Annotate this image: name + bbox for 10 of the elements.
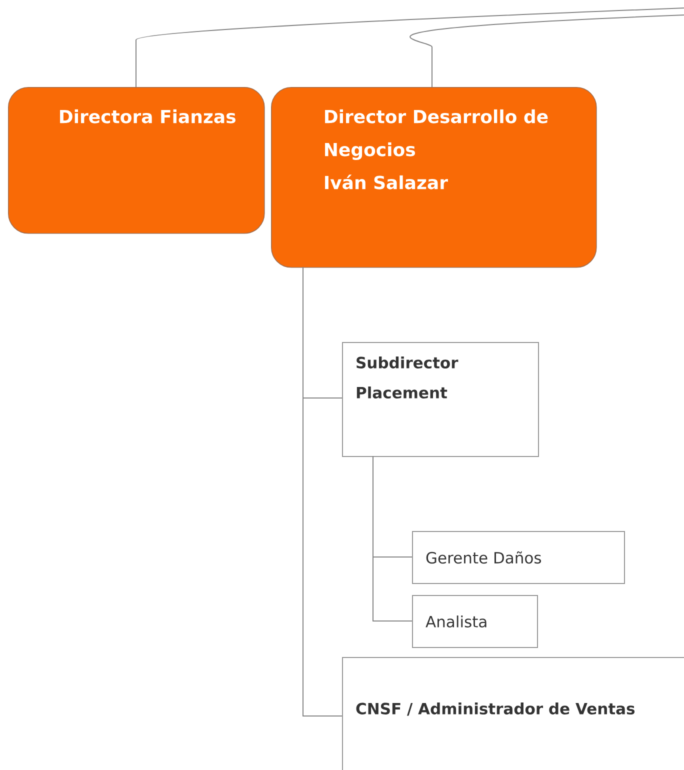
connector-line: [302, 266, 342, 716]
manager-box: Director Desarrollo de Negocios Iván Salazar: [271, 87, 597, 268]
position-box: Subdirector Placement: [342, 342, 539, 457]
position-box: Gerente Daños: [412, 531, 625, 584]
connector-line: [136, 8, 684, 88]
connector-line: [372, 456, 412, 622]
connector-line: [410, 14, 684, 88]
manager-box: Directora Fianzas: [8, 87, 265, 234]
position-box: Analista: [412, 595, 538, 648]
position-box: CNSF / Administrador de Ventas: [342, 657, 684, 770]
